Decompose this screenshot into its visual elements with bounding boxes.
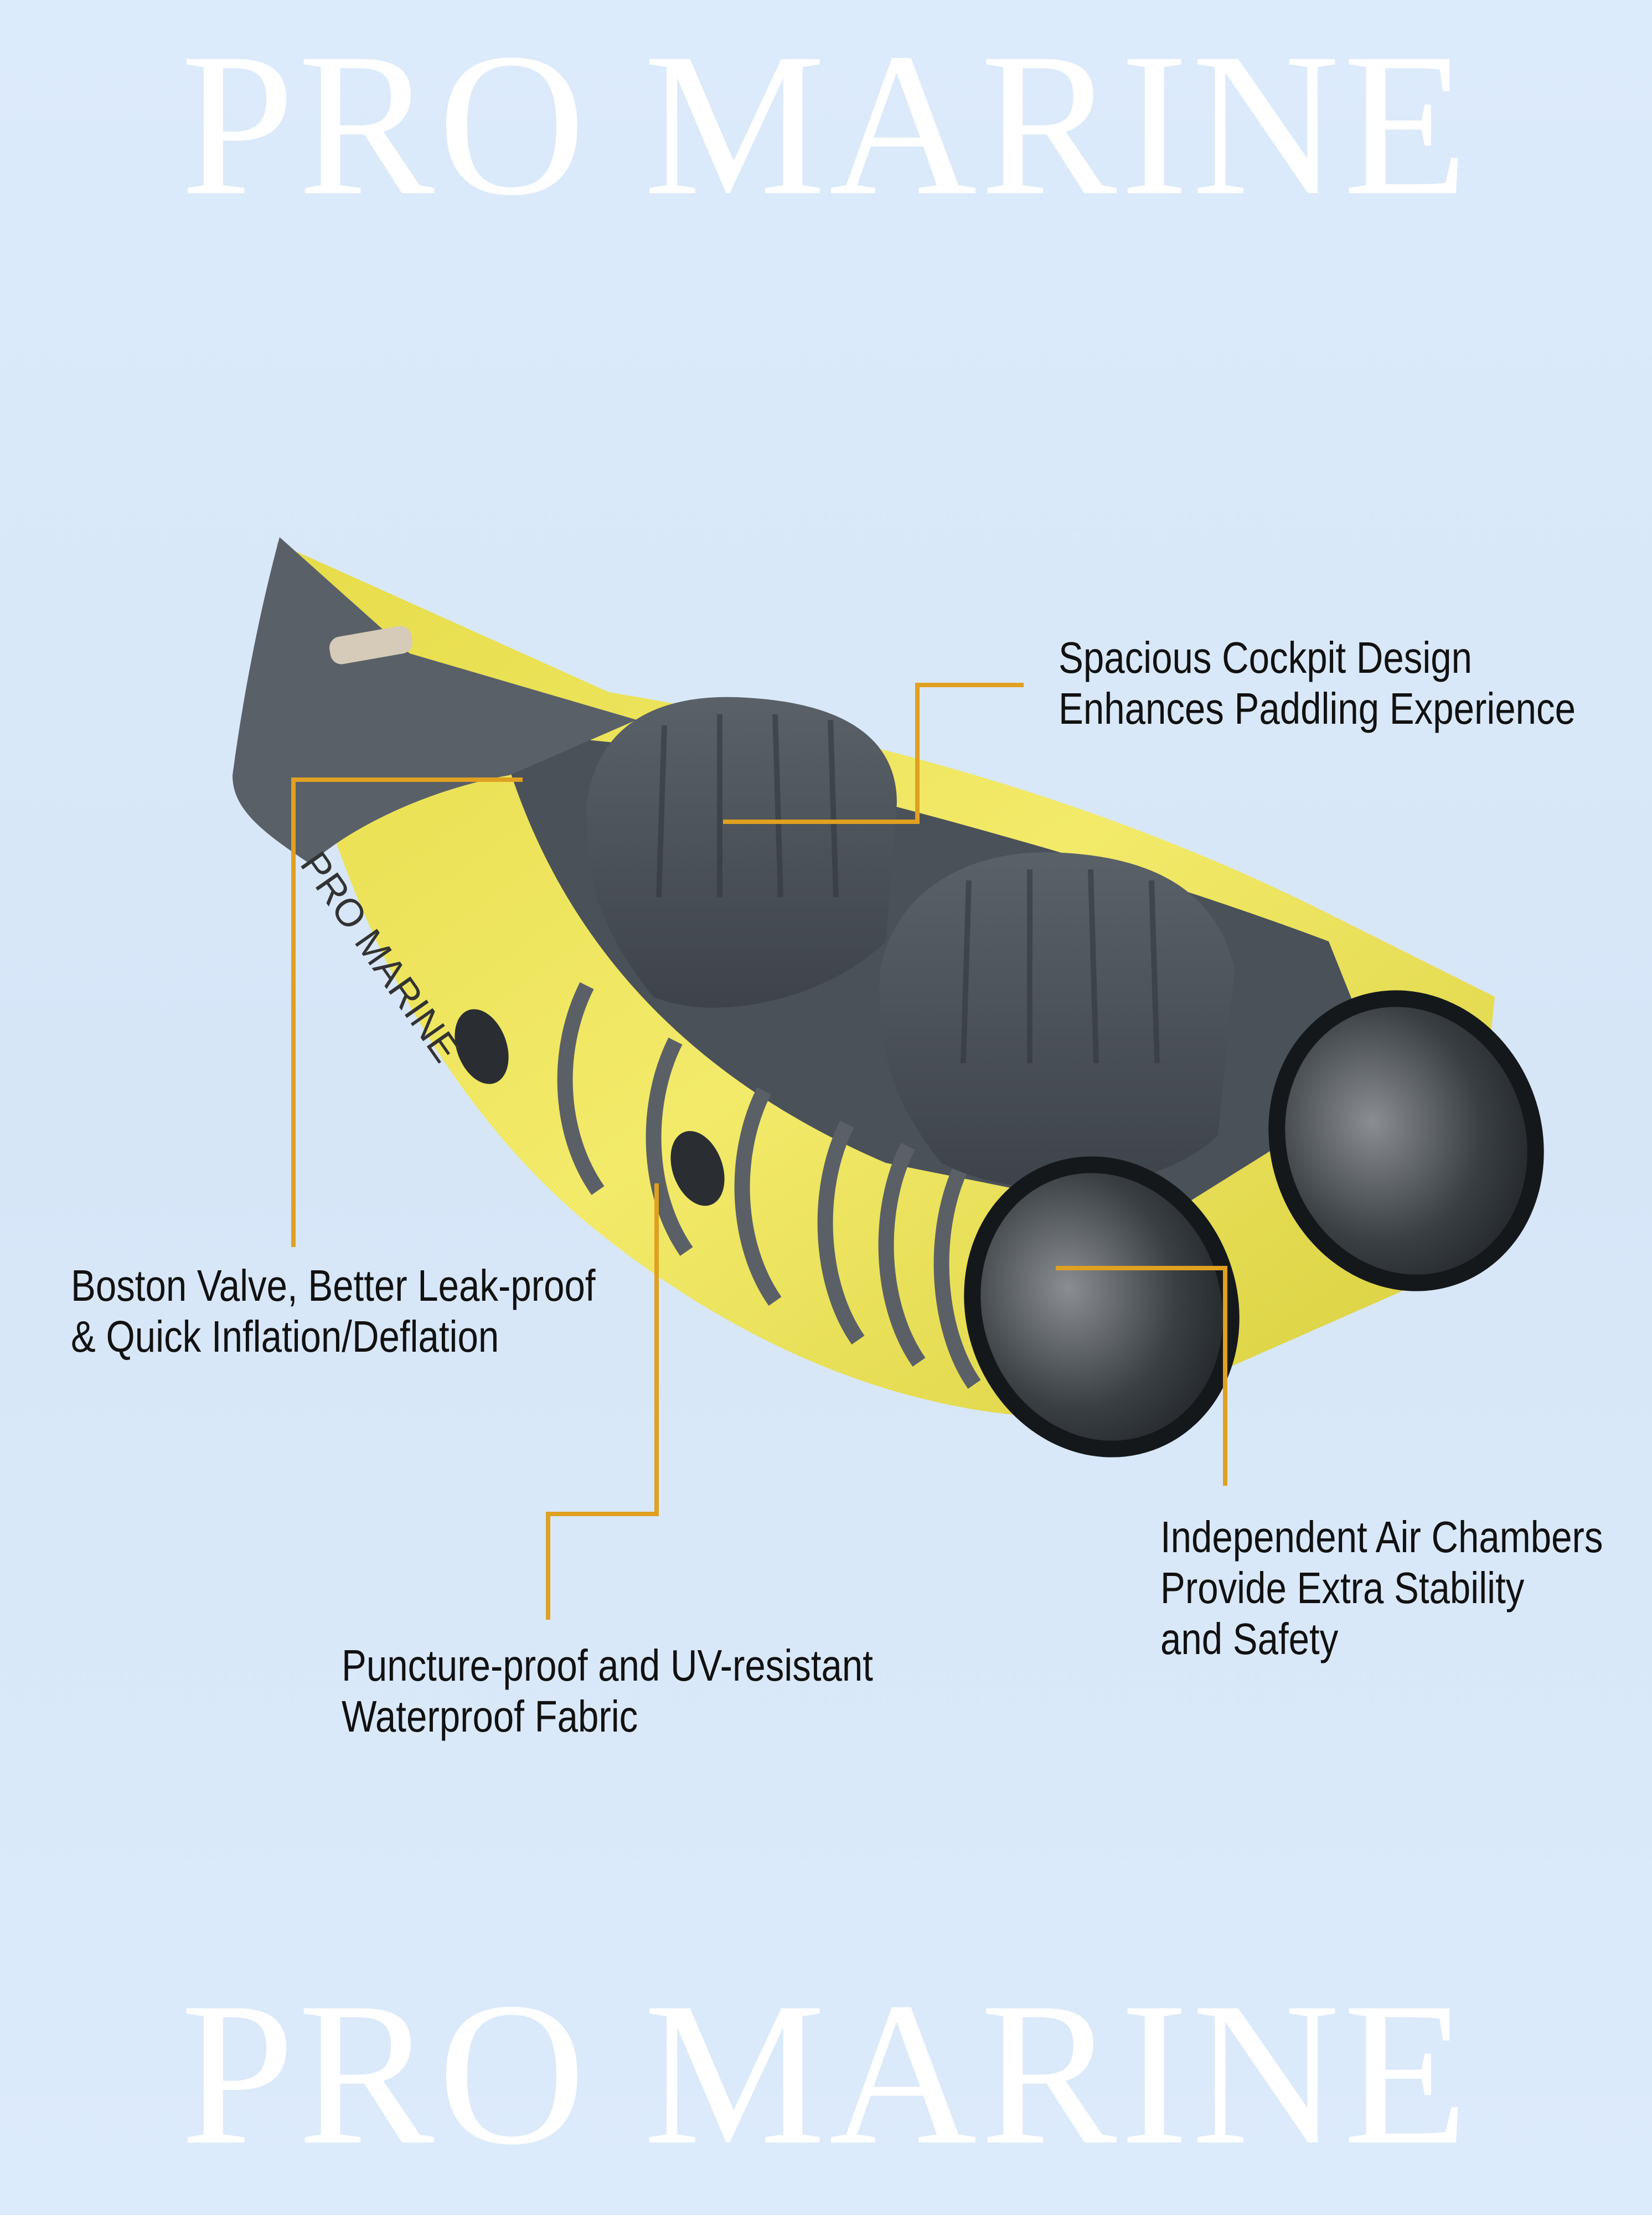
seat-ribs	[656, 714, 1160, 1064]
brand-watermark-top: PRO MARINE	[180, 11, 1472, 238]
callout-line: and Safety	[1160, 1614, 1339, 1663]
brand-watermark-bottom: PRO MARINE	[180, 1960, 1472, 2187]
callout-line: Waterproof Fabric	[342, 1692, 638, 1741]
valve-middle	[670, 1131, 725, 1206]
callout-fabric: Puncture-proof and UV-resistant Waterpro…	[342, 1640, 873, 1742]
leader-chambers	[1056, 1266, 1227, 1486]
callout-line: Boston Valve, Better Leak-proof	[71, 1261, 596, 1310]
bow-deck	[233, 537, 637, 864]
hull-stripes	[557, 982, 981, 1389]
leader-fabric	[546, 1183, 659, 1620]
callout-line: & Quick Inflation/Deflation	[71, 1312, 499, 1361]
leader-lines	[291, 683, 1227, 1620]
seat-rear	[879, 852, 1235, 1188]
air-chamber-right	[1268, 990, 1544, 1291]
callout-chambers: Independent Air Chambers Provide Extra S…	[1160, 1512, 1603, 1665]
seat-front	[586, 697, 897, 1008]
callout-line: Spacious Cockpit Design	[1059, 633, 1473, 682]
callout-line: Provide Extra Stability	[1160, 1563, 1525, 1613]
callout-line: Independent Air Chambers	[1160, 1512, 1603, 1562]
valve-front	[455, 1009, 509, 1084]
callout-valve: Boston Valve, Better Leak-proof & Quick …	[71, 1260, 596, 1362]
callout-line: Enhances Paddling Experience	[1059, 684, 1576, 733]
carry-handle	[329, 626, 413, 664]
leader-valve	[291, 777, 523, 1247]
leader-cockpit	[723, 683, 1024, 824]
callout-line: Puncture-proof and UV-resistant	[342, 1641, 873, 1690]
callout-cockpit: Spacious Cockpit Design Enhances Paddlin…	[1059, 632, 1576, 734]
air-chamber-left	[964, 1156, 1240, 1457]
